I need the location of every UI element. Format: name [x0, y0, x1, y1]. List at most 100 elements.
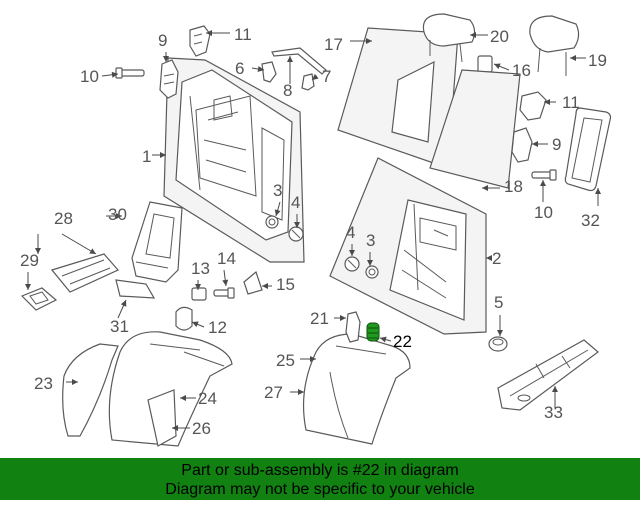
- part-4-bushing-right: [344, 256, 360, 272]
- part-5-cap: [488, 336, 508, 352]
- callout-25[interactable]: 25: [276, 351, 295, 370]
- part-15-clip: [243, 270, 263, 295]
- banner-line-1: Part or sub-assembly is #22 in diagram: [181, 462, 459, 479]
- callout-4b[interactable]: 4: [346, 223, 355, 242]
- leader-arrowhead: [532, 141, 538, 147]
- leader-arrowhead: [257, 66, 264, 72]
- callout-5[interactable]: 5: [494, 293, 503, 312]
- part-11-bracket-right: [519, 91, 547, 121]
- part-25-seatback-cover-right: [302, 333, 411, 445]
- callout-9a[interactable]: 9: [158, 31, 167, 50]
- callout-17[interactable]: 17: [324, 35, 343, 54]
- callout-23[interactable]: 23: [34, 374, 53, 393]
- callout-29[interactable]: 29: [20, 251, 39, 270]
- leader-arrowhead: [287, 56, 293, 62]
- leader-arrowhead: [380, 336, 387, 343]
- callout-30[interactable]: 30: [108, 205, 127, 224]
- leader-arrowhead: [367, 260, 373, 266]
- callout-3a[interactable]: 3: [273, 181, 282, 200]
- part-33-armrest-base: [497, 339, 599, 411]
- leader-arrowhead: [116, 213, 122, 219]
- part-3-pivot-left: [265, 215, 279, 229]
- leader-arrowhead: [89, 248, 96, 254]
- callout-4a[interactable]: 4: [291, 193, 300, 212]
- banner-line-2: Diagram may not be specific to your vehi…: [165, 481, 475, 498]
- part-16-guide: [477, 55, 493, 73]
- callout-15[interactable]: 15: [276, 275, 295, 294]
- callout-12[interactable]: 12: [208, 318, 227, 337]
- part-22-highlighted[interactable]: [366, 322, 380, 342]
- part-11-bracket-left: [189, 25, 211, 57]
- callout-10a[interactable]: 10: [80, 67, 99, 86]
- part-3-pivot-right: [365, 265, 379, 279]
- part-1-left-seatback-frame: [163, 57, 305, 263]
- leader-arrowhead: [494, 63, 501, 70]
- callout-28[interactable]: 28: [54, 209, 73, 228]
- part-21-guide: [345, 311, 361, 343]
- part-14-screw: [213, 287, 235, 299]
- callout-8[interactable]: 8: [283, 81, 292, 100]
- leader-arrowhead: [195, 284, 201, 290]
- leader-arrowhead: [163, 56, 169, 62]
- leader-arrowhead: [570, 55, 576, 61]
- callout-11b[interactable]: 11: [562, 93, 580, 112]
- callout-1[interactable]: 1: [142, 147, 151, 166]
- callout-7[interactable]: 7: [322, 67, 331, 86]
- callout-26[interactable]: 26: [192, 419, 211, 438]
- leader-arrowhead: [262, 283, 268, 289]
- callout-14[interactable]: 14: [217, 249, 236, 268]
- part-17-back-panel: [337, 27, 459, 169]
- leader-arrowhead: [470, 32, 476, 38]
- callout-24[interactable]: 24: [198, 389, 217, 408]
- leader-arrowhead: [206, 30, 212, 36]
- leader-arrowhead: [298, 389, 304, 395]
- callout-33[interactable]: 33: [544, 403, 563, 422]
- part-18-back-panel-right: [429, 69, 521, 189]
- callout-21[interactable]: 21: [310, 309, 329, 328]
- callout-11a[interactable]: 11: [234, 25, 252, 44]
- callout-31[interactable]: 31: [110, 317, 129, 336]
- part-26-pad: [147, 389, 177, 447]
- callout-19[interactable]: 19: [588, 51, 607, 70]
- callout-22[interactable]: 22: [393, 332, 412, 351]
- leader-arrowhead: [486, 255, 492, 261]
- callout-6[interactable]: 6: [235, 59, 244, 78]
- callout-20[interactable]: 20: [490, 27, 509, 46]
- callout-13[interactable]: 13: [191, 259, 210, 278]
- callout-labels: 1 2 3 3 4 4 5 6 7 8 9 9 10 10 11 11 12 1…: [20, 25, 607, 438]
- callout-18[interactable]: 18: [504, 177, 523, 196]
- leader-arrowhead: [544, 99, 550, 105]
- leader-arrowhead: [310, 356, 316, 362]
- callout-16[interactable]: 16: [512, 61, 531, 80]
- leader-arrowhead: [482, 185, 488, 191]
- notice-banner: Part or sub-assembly is #22 in diagram D…: [0, 458, 640, 500]
- callout-27[interactable]: 27: [264, 383, 283, 402]
- leader-arrowhead: [366, 38, 372, 44]
- part-10-bolt-left: [115, 67, 145, 79]
- leader-arrowhead: [274, 209, 281, 216]
- leader-arrowhead: [312, 73, 319, 80]
- part-6-clip: [261, 61, 277, 83]
- leader-arrowhead: [340, 315, 346, 321]
- part-31-cover: [115, 279, 156, 299]
- leader-arrowhead: [192, 321, 199, 328]
- callout-2[interactable]: 2: [492, 249, 501, 268]
- part-9-latch-right: [511, 127, 533, 163]
- part-29-pad: [20, 287, 58, 311]
- leader-arrowhead: [540, 180, 546, 186]
- leader-arrowhead: [111, 71, 118, 78]
- part-19-headrest-right: [529, 15, 580, 76]
- callout-3b[interactable]: 3: [366, 231, 375, 250]
- leader-arrowhead: [25, 284, 31, 290]
- part-32-armrest-pad: [564, 107, 612, 192]
- callout-10b[interactable]: 10: [534, 203, 553, 222]
- part-4-bushing-left: [288, 226, 304, 242]
- leader-arrowhead: [120, 300, 127, 307]
- part-24-seatback-cover: [108, 331, 233, 447]
- leader-arrowhead: [595, 188, 601, 194]
- callout-9b[interactable]: 9: [552, 135, 561, 154]
- part-9-latch-left: [159, 59, 179, 99]
- parts-diagram: 1 2 3 3 4 4 5 6 7 8 9 9 10 10 11 11 12 1…: [20, 13, 612, 447]
- part-23-side-trim: [62, 343, 119, 437]
- callout-32[interactable]: 32: [581, 211, 600, 230]
